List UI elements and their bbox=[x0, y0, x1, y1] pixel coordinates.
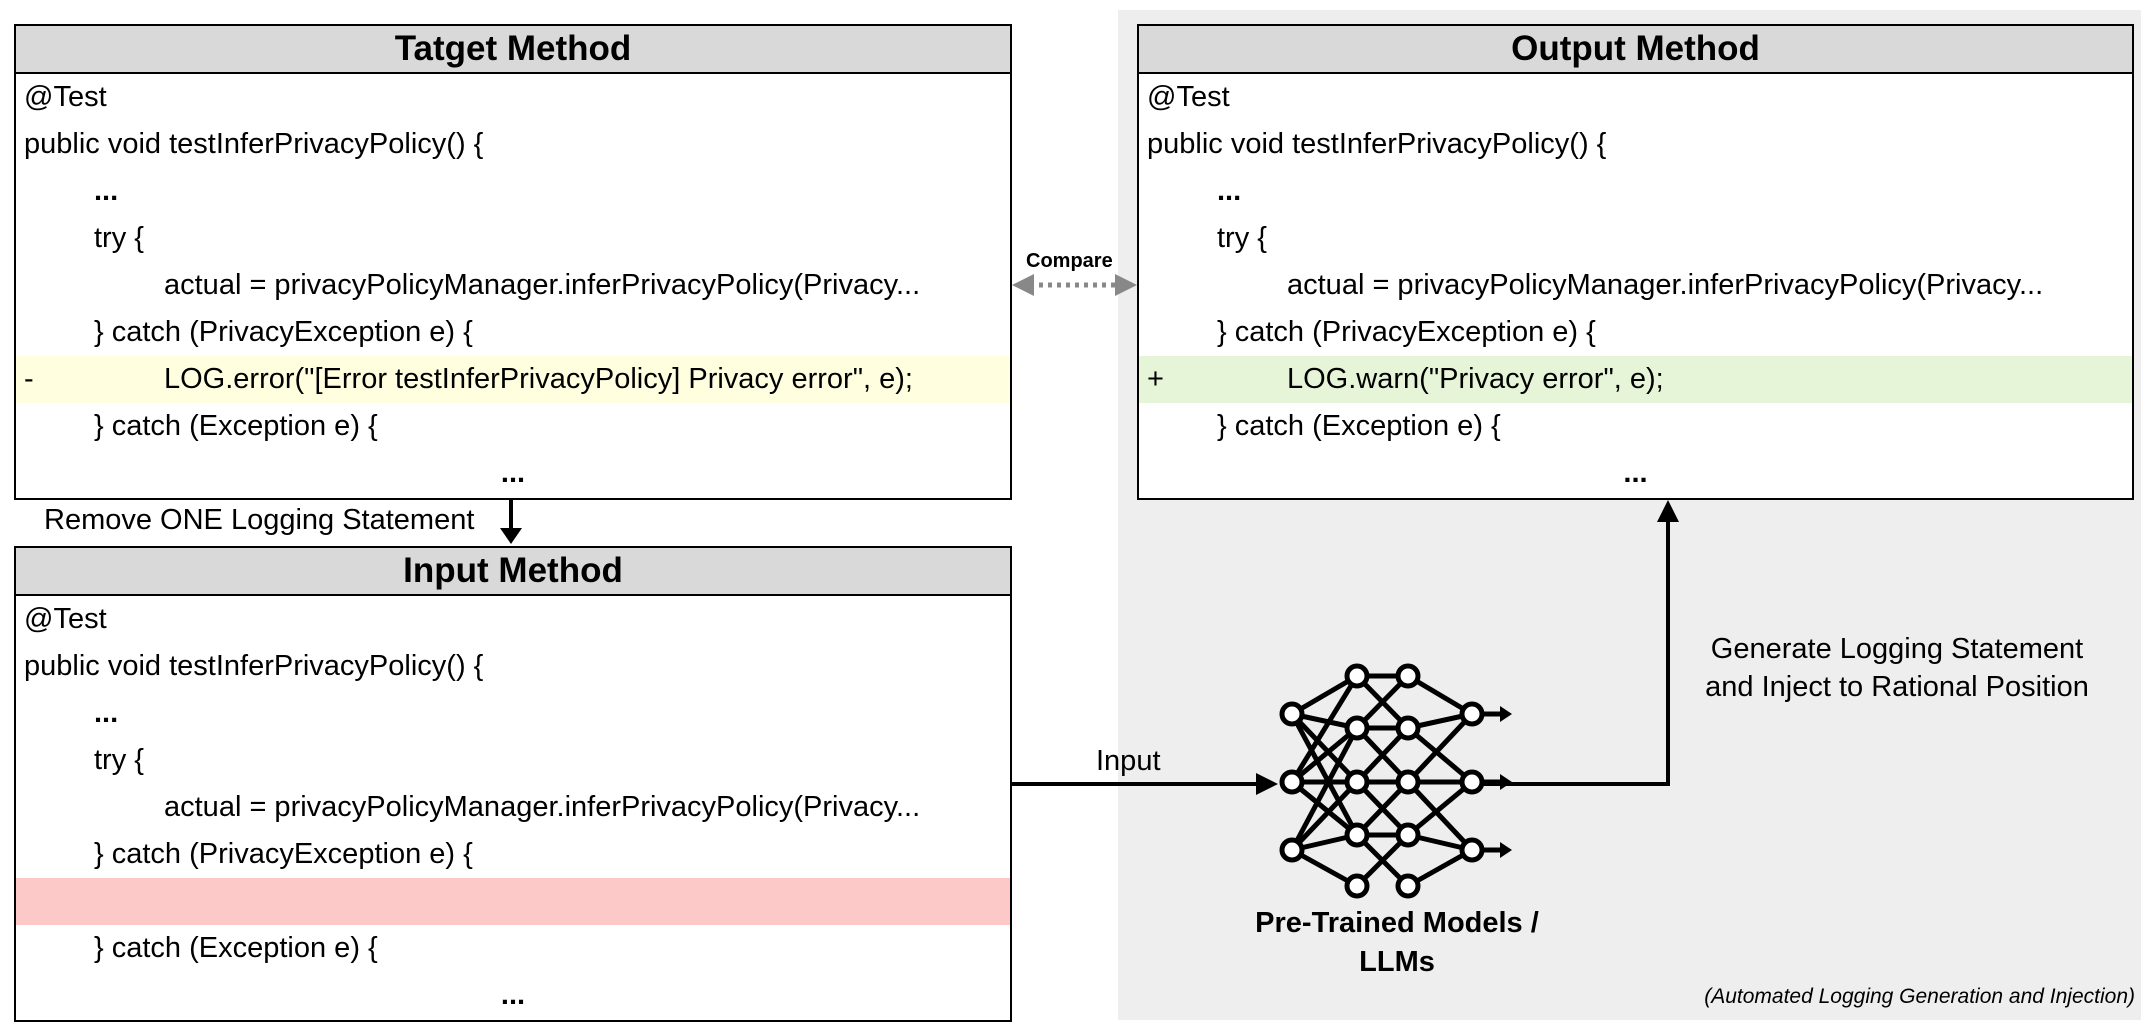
region-caption: (Automated Logging Generation and Inject… bbox=[1704, 985, 2135, 1008]
output-method-panel: Output Method @Test public void testInfe… bbox=[1137, 24, 2134, 500]
output-arrow bbox=[1482, 500, 1679, 786]
target-method-title: Tatget Method bbox=[16, 26, 1010, 74]
code-line: actual = privacyPolicyManager.inferPriva… bbox=[1287, 269, 2044, 301]
code-line: public void testInferPrivacyPolicy() { bbox=[24, 128, 484, 160]
remove-arrow bbox=[500, 500, 522, 544]
removed-marker: - bbox=[24, 363, 34, 395]
neural-network-icon bbox=[1279, 663, 1512, 899]
remove-label: Remove ONE Logging Statement bbox=[44, 504, 475, 536]
added-logging-line: + LOG.warn("Privacy error", e); bbox=[1139, 356, 2132, 403]
code-line: } catch (PrivacyException e) { bbox=[94, 838, 473, 870]
code-line: } catch (PrivacyException e) { bbox=[94, 316, 473, 348]
code-line: @Test bbox=[24, 81, 107, 113]
input-method-title: Input Method bbox=[16, 548, 1010, 596]
code-line: @Test bbox=[1147, 81, 1230, 113]
code-line: ... bbox=[94, 175, 119, 207]
input-arrow bbox=[1012, 773, 1278, 795]
code-line: @Test bbox=[24, 603, 107, 635]
code-line: public void testInferPrivacyPolicy() { bbox=[1147, 128, 1607, 160]
removed-logging-line: - LOG.error("[Error testInferPrivacyPoli… bbox=[16, 356, 1010, 403]
added-marker: + bbox=[1147, 363, 1164, 395]
code-line: actual = privacyPolicyManager.inferPriva… bbox=[164, 791, 921, 823]
code-line: } catch (Exception e) { bbox=[1217, 410, 1501, 442]
code-line: ... bbox=[94, 697, 119, 729]
code-line: public void testInferPrivacyPolicy() { bbox=[24, 650, 484, 682]
code-line: ... bbox=[500, 457, 526, 489]
code-line: try { bbox=[94, 744, 144, 776]
code-line: try { bbox=[94, 222, 144, 254]
code-line: actual = privacyPolicyManager.inferPriva… bbox=[164, 269, 921, 301]
generate-label-line2: and Inject to Rational Position bbox=[1705, 671, 2089, 703]
compare-label: Compare bbox=[1026, 250, 1113, 272]
input-label: Input bbox=[1096, 745, 1161, 777]
code-line: } catch (Exception e) { bbox=[94, 410, 378, 442]
model-label-line1: Pre-Trained Models / bbox=[1255, 907, 1539, 939]
model-label-line2: LLMs bbox=[1359, 946, 1435, 978]
code-line: ... bbox=[1217, 175, 1242, 207]
code-line: } catch (Exception e) { bbox=[94, 932, 378, 964]
generate-label-line1: Generate Logging Statement bbox=[1710, 633, 2084, 665]
code-line: ... bbox=[500, 979, 526, 1011]
compare-arrow bbox=[1012, 274, 1137, 296]
code-line: ... bbox=[1623, 457, 1648, 489]
target-method-panel: Tatget Method @Test public void testInfe… bbox=[14, 24, 1012, 500]
output-method-title: Output Method bbox=[1139, 26, 2132, 74]
code-line: } catch (PrivacyException e) { bbox=[1217, 316, 1596, 348]
code-line: try { bbox=[1217, 222, 1267, 254]
input-method-panel: Input Method @Test public void testInfer… bbox=[14, 546, 1012, 1022]
removed-logging-slot bbox=[16, 878, 1010, 925]
